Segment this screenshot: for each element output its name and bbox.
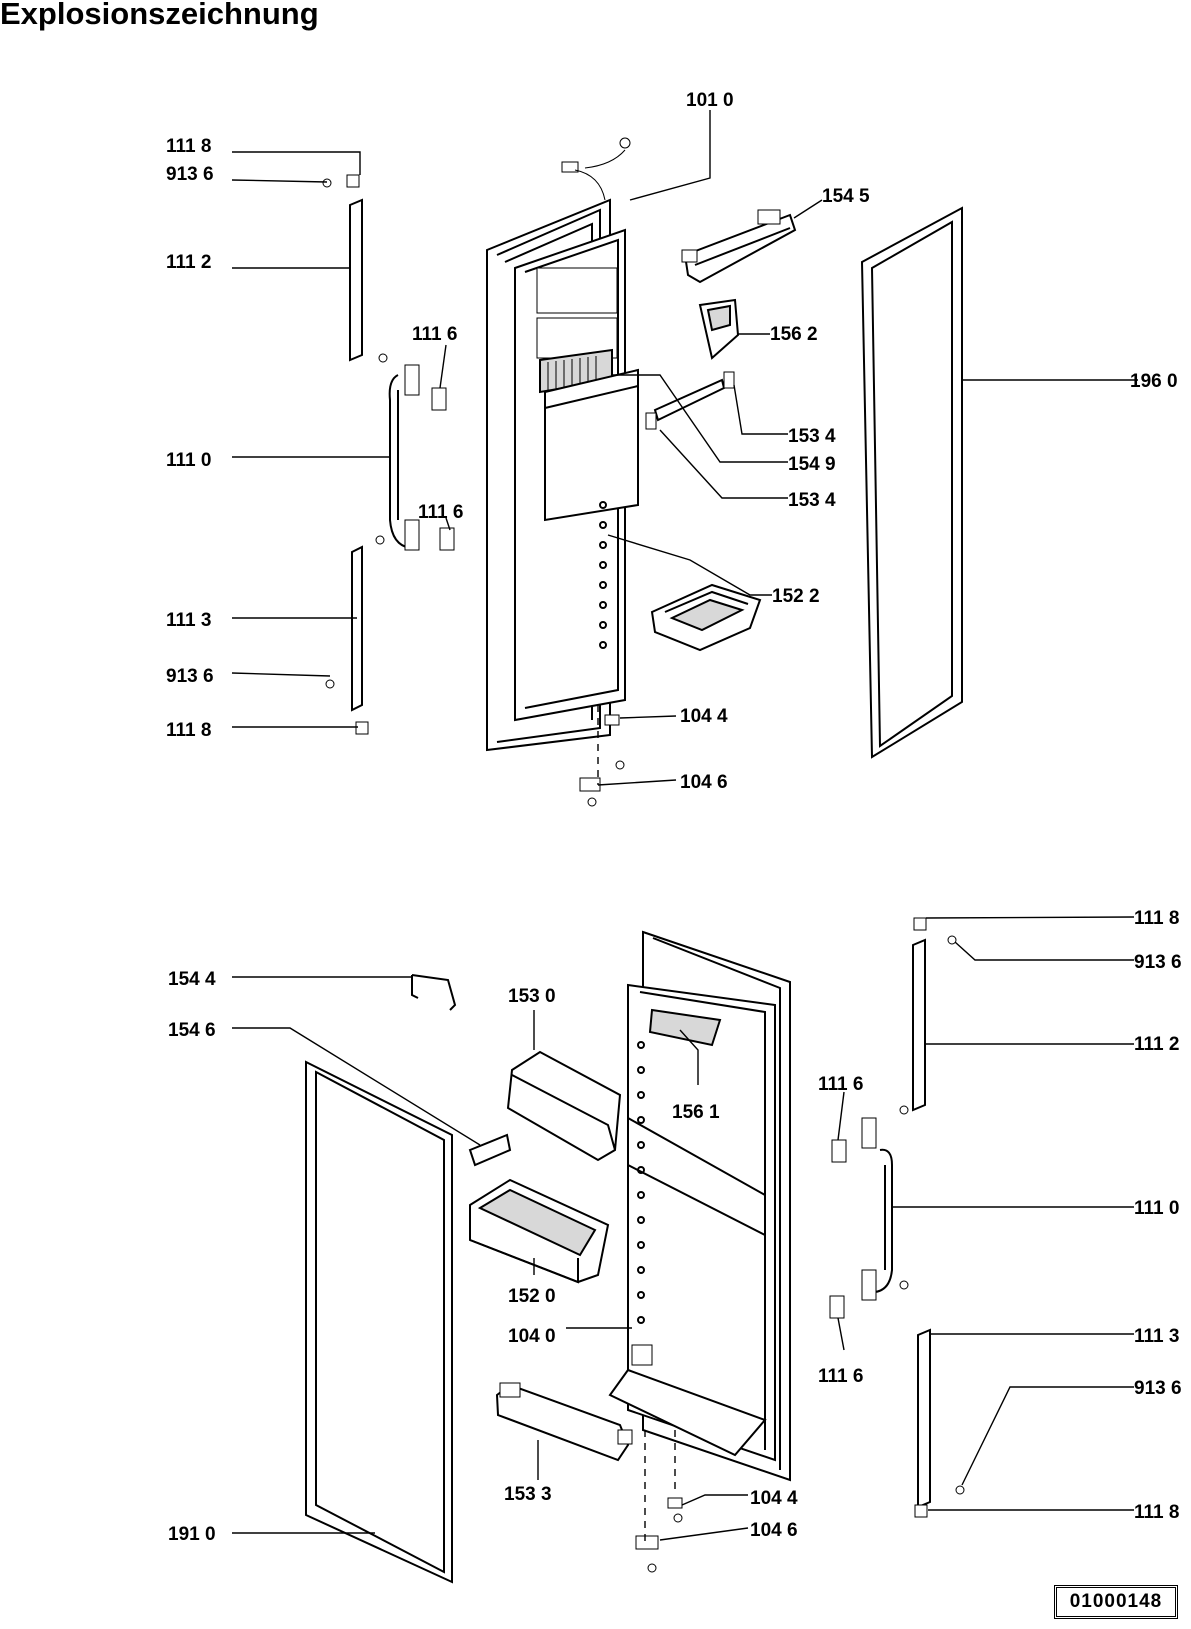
door-clip	[411, 974, 457, 1011]
lower-door-assembly	[232, 916, 1135, 1584]
upper-part-label: 101 0	[686, 90, 734, 111]
upper-door-bin	[650, 583, 762, 652]
upper-part-label: 196 0	[1130, 371, 1178, 392]
lower-part-label: 152 0	[508, 1286, 556, 1307]
lower-door-shelf	[495, 1382, 633, 1462]
upper-part-label: 153 4	[788, 426, 836, 447]
lower-part-label: 104 6	[750, 1520, 798, 1541]
lower-door-panel	[608, 930, 791, 1482]
upper-part-labels: 101 0 111 8 913 6 154 5 111 2 156 2 111 6 196 0…	[166, 90, 1178, 793]
upper-part-label: 913 6	[166, 666, 214, 687]
lower-leader-lines	[232, 916, 1135, 1541]
lower-part-label: 913 6	[1134, 1378, 1182, 1399]
lower-part-labels: 111 8 913 6 154 4 153 0 154 6 111 2 111 6 156 1…	[168, 908, 1182, 1545]
lower-part-label: 111 0	[1134, 1198, 1179, 1219]
upper-part-label: 111 2	[166, 252, 211, 273]
upper-part-label: 153 4	[788, 490, 836, 511]
lower-door-gasket	[305, 1060, 453, 1584]
lower-part-label: 191 0	[168, 1524, 216, 1545]
upper-leader-lines	[231, 110, 1138, 786]
upper-part-label: 111 8	[166, 136, 211, 157]
lower-part-label: 111 2	[1134, 1034, 1179, 1055]
upper-part-label: 154 9	[788, 454, 836, 475]
lower-door-stop	[468, 1133, 512, 1167]
upper-part-label: 111 0	[166, 450, 211, 471]
lower-part-label: 111 8	[1134, 908, 1179, 929]
lower-part-label: 111 6	[818, 1366, 863, 1387]
page-title: Explosionszeichnung	[0, 0, 319, 31]
upper-door-hinge	[579, 714, 625, 807]
lower-part-label: 111 3	[1134, 1326, 1179, 1347]
lower-door-bin	[469, 1178, 610, 1284]
upper-part-label: 111 3	[166, 610, 211, 631]
upper-part-label: 156 2	[770, 324, 818, 345]
lower-part-label: 154 4	[168, 969, 216, 990]
upper-door-rail	[645, 371, 735, 430]
upper-part-label: 111 6	[418, 502, 463, 523]
lower-part-label: 913 6	[1134, 952, 1182, 973]
lower-part-label: 154 6	[168, 1020, 216, 1041]
upper-part-label: 104 6	[680, 772, 728, 793]
upper-part-label: 154 5	[822, 186, 870, 207]
lower-part-label: 111 8	[1134, 1502, 1179, 1523]
lower-part-label: 153 0	[508, 986, 556, 1007]
lower-door-handle-assembly	[829, 917, 965, 1518]
upper-door-assembly	[231, 110, 1138, 807]
lower-part-label: 104 4	[750, 1488, 798, 1509]
upper-part-label: 104 4	[680, 706, 728, 727]
upper-door-shelf	[681, 209, 797, 284]
upper-part-label: 913 6	[166, 164, 214, 185]
lower-part-label: 104 0	[508, 1326, 556, 1347]
document-code-box: 01000148	[1054, 1585, 1178, 1619]
upper-door-panel	[486, 137, 639, 752]
lower-part-label: 111 6	[818, 1074, 863, 1095]
upper-part-label: 111 8	[166, 720, 211, 741]
lower-part-label: 156 1	[672, 1102, 720, 1123]
upper-part-label: 111 6	[412, 324, 457, 345]
lower-door-cover	[506, 1050, 622, 1162]
upper-part-label: 152 2	[772, 586, 820, 607]
upper-door-handle-assembly	[322, 174, 455, 735]
lower-part-label: 153 3	[504, 1484, 552, 1505]
upper-door-gasket	[860, 206, 963, 759]
lower-door-hinge	[635, 1497, 683, 1573]
ice-chute	[698, 298, 740, 360]
